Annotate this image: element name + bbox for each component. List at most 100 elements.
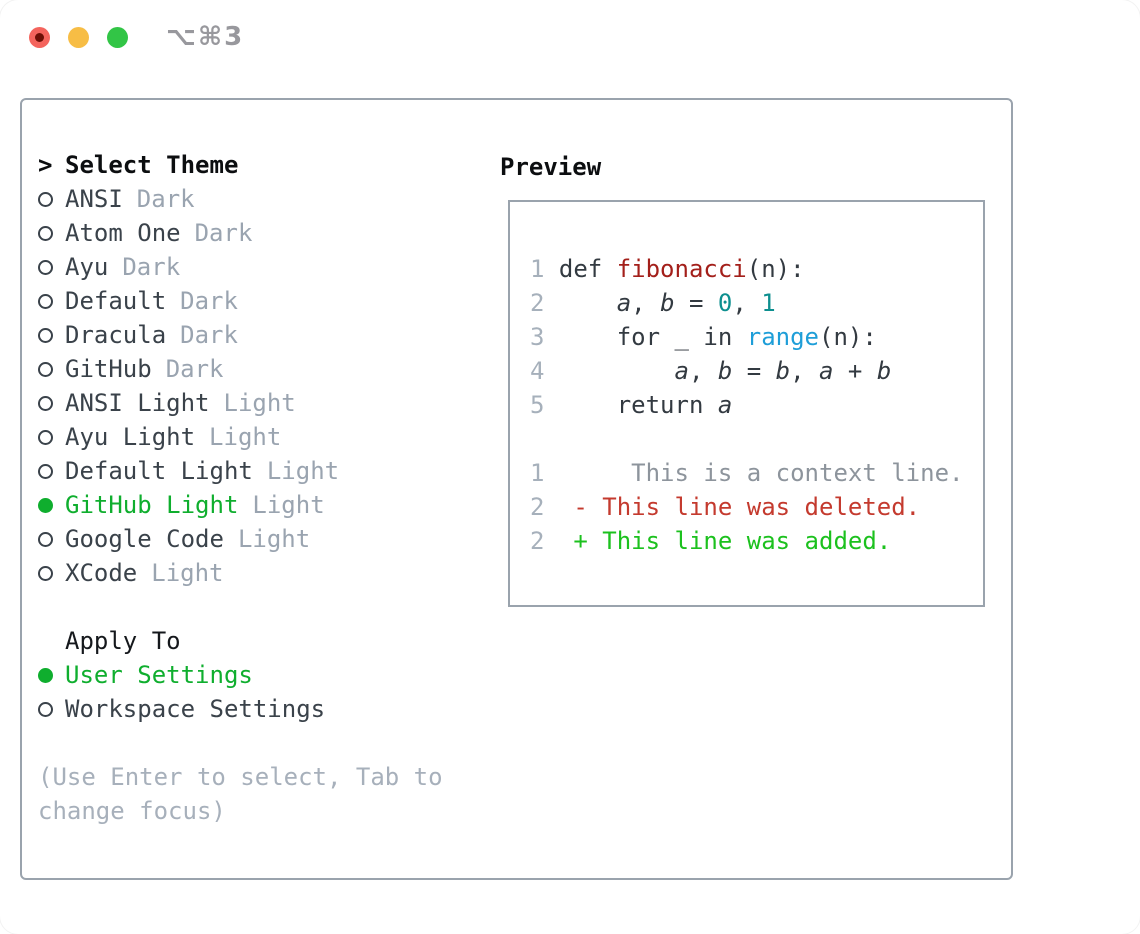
close-button[interactable] [29, 27, 50, 48]
traffic-lights [29, 27, 128, 48]
theme-option[interactable]: XCode Light [38, 556, 339, 590]
radio-unselected-icon [38, 327, 65, 343]
diff-line-deleted: 2 - This line was deleted. [530, 490, 983, 524]
radio-unselected-icon [38, 429, 65, 445]
code-line: 1 def fibonacci(n): [530, 252, 983, 286]
radio-unselected-icon [38, 293, 65, 309]
line-number: 1 [530, 255, 559, 283]
theme-option[interactable]: Ayu Light Light [38, 420, 339, 454]
theme-option[interactable]: GitHub Light Light [38, 488, 339, 522]
code-token: 0 [717, 289, 733, 317]
code-token: range [746, 323, 819, 351]
line-number: 2 [530, 493, 545, 521]
radio-unselected-icon [38, 259, 65, 275]
code-line: 2 a, b = 0, 1 [530, 286, 983, 320]
code-token: a [819, 357, 834, 385]
diff-line-context: 1 This is a context line. [530, 456, 983, 490]
code-token [559, 357, 675, 385]
code-token: b [660, 289, 675, 317]
minimize-button[interactable] [68, 27, 89, 48]
theme-variant-tag: Light [209, 423, 282, 451]
theme-name: Default [65, 287, 167, 315]
code-line: 5 return a [530, 388, 983, 422]
code-token: (n): [819, 323, 877, 351]
zoom-button[interactable] [107, 27, 128, 48]
radio-unselected-icon [38, 701, 65, 717]
theme-name: GitHub Light [65, 491, 239, 519]
apply-to-title: Apply To [65, 627, 181, 655]
radio-unselected-icon [38, 395, 65, 411]
radio-unselected-icon [38, 531, 65, 547]
apply-option-label: User Settings [65, 661, 253, 689]
theme-select-title: Select Theme [65, 151, 239, 179]
selection-marker-icon: > [38, 151, 53, 179]
code-token: , [631, 289, 661, 317]
code-token: = [674, 289, 718, 317]
theme-variant-tag: Dark [136, 185, 195, 213]
theme-variant-tag: Dark [194, 219, 253, 247]
theme-variant-tag: Dark [165, 355, 224, 383]
line-number: 3 [530, 323, 559, 351]
code-token: a [616, 289, 632, 317]
theme-name: Google Code [65, 525, 224, 553]
code-token: a [674, 357, 689, 385]
radio-selected-icon [38, 667, 65, 683]
radio-unselected-icon [38, 361, 65, 377]
theme-option[interactable]: Ayu Dark [38, 250, 339, 284]
theme-variant-tag: Dark [122, 253, 181, 281]
theme-name: Dracula [65, 321, 167, 349]
theme-name: Ayu [65, 253, 109, 281]
apply-option-label: Workspace Settings [65, 695, 326, 723]
hint-line-1: (Use Enter to select, Tab to [38, 763, 443, 791]
line-number: 1 [530, 459, 545, 487]
radio-unselected-icon [38, 565, 65, 581]
window-title: ⌥⌘3 [166, 22, 245, 52]
code-token: , [732, 289, 762, 317]
code-token: fibonacci [616, 255, 747, 283]
theme-option[interactable]: Atom One Dark [38, 216, 339, 250]
hint-line-2: change focus) [38, 797, 226, 825]
radio-selected-icon [38, 497, 65, 513]
code-line: 4 a, b = b, a + b [530, 354, 983, 388]
apply-option[interactable]: Workspace Settings [38, 692, 325, 726]
diff-line-added: 2 + This line was added. [530, 524, 983, 558]
code-token: for _ in [558, 323, 747, 351]
line-number: 2 [530, 527, 545, 555]
code-token: , [790, 357, 820, 385]
theme-name: ANSI Light [65, 389, 210, 417]
diff-preview: 1 This is a context line.2 - This line w… [530, 456, 983, 558]
line-number: 4 [530, 357, 559, 385]
theme-name: Atom One [65, 219, 181, 247]
line-number: 2 [530, 289, 559, 317]
radio-unselected-icon [38, 225, 65, 241]
theme-select-header: > Select Theme [38, 148, 339, 182]
code-token: , [688, 357, 718, 385]
theme-option[interactable]: Google Code Light [38, 522, 339, 556]
theme-name: XCode [65, 559, 138, 587]
theme-variant-tag: Light [252, 491, 325, 519]
theme-name: Ayu Light [65, 423, 196, 451]
theme-variant-tag: Light [237, 525, 311, 553]
code-token: return [558, 391, 718, 419]
hint-text: (Use Enter to select, Tab to change focu… [38, 760, 443, 828]
code-token: b [775, 357, 791, 385]
apply-option[interactable]: User Settings [38, 658, 325, 692]
code-token: (n): [746, 255, 805, 283]
theme-variant-tag: Light [151, 559, 224, 587]
radio-unselected-icon [38, 463, 65, 479]
theme-name: Default Light [65, 457, 253, 485]
diff-text: - This line was deleted. [544, 493, 921, 521]
